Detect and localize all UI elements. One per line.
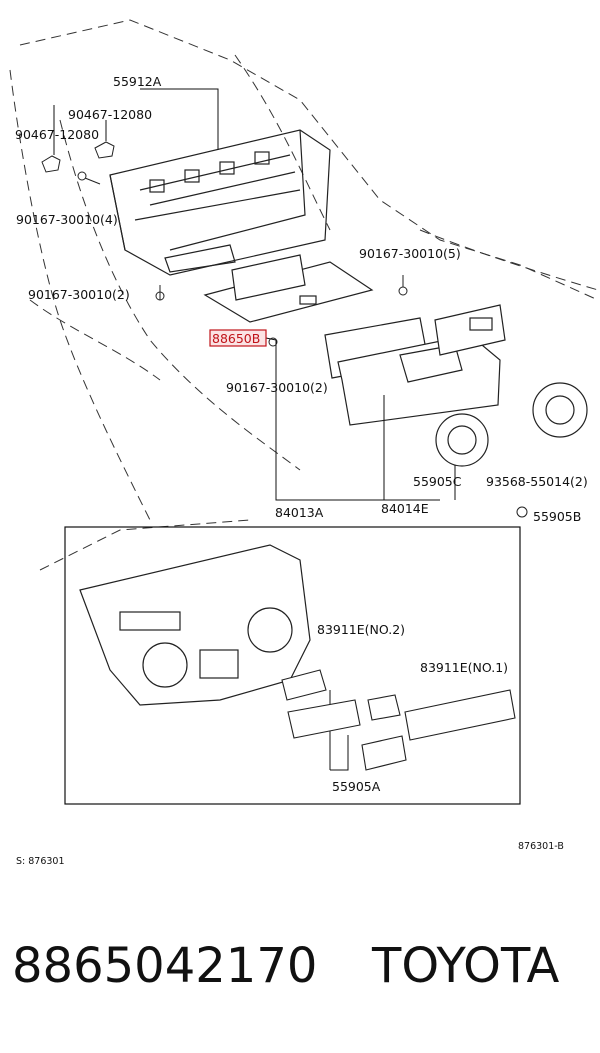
instrument-cluster-bezel	[79, 544, 311, 706]
label-90167-30010-2-left: 90167-30010(2)	[28, 287, 130, 302]
dashboard-outline	[9, 19, 599, 571]
footer: 8865042170 TOYOTA	[0, 930, 600, 1020]
highlight-box-88650B	[209, 329, 267, 347]
label-55905C: 55905C	[413, 474, 462, 489]
knobs	[435, 382, 588, 467]
upper-bracket	[109, 129, 331, 276]
label-90167-30010-4: 90167-30010(4)	[16, 212, 118, 227]
label-88650B[interactable]: 88650B	[212, 331, 260, 346]
switches	[281, 669, 516, 771]
label-83911E-no1: 83911E(NO.1)	[420, 660, 508, 675]
lower-assembly-frame	[64, 526, 521, 805]
label-83911E-no2: 83911E(NO.2)	[317, 622, 405, 637]
label-55912A: 55912A	[113, 74, 162, 89]
label-55905A: 55905A	[332, 779, 381, 794]
label-90467-12080-top: 90467-12080	[68, 107, 152, 122]
clips	[41, 141, 115, 173]
footer-part-number: 8865042170	[12, 938, 318, 994]
label-90167-30010-5: 90167-30010(5)	[359, 246, 461, 261]
ref-code-right: 876301-B	[518, 841, 564, 852]
circuit-board	[203, 254, 374, 323]
screws	[77, 171, 528, 518]
label-93568-55014-2: 93568-55014(2)	[486, 474, 588, 489]
label-90467-12080-left: 90467-12080	[15, 127, 99, 142]
label-55905B: 55905B	[533, 509, 581, 524]
control-panel	[324, 304, 506, 426]
label-84013A: 84013A	[275, 505, 324, 520]
ref-code-left: S: 876301	[16, 856, 65, 867]
label-90167-30010-2-center: 90167-30010(2)	[226, 380, 328, 395]
footer-brand: TOYOTA	[372, 938, 560, 994]
label-84014E: 84014E	[381, 501, 429, 516]
